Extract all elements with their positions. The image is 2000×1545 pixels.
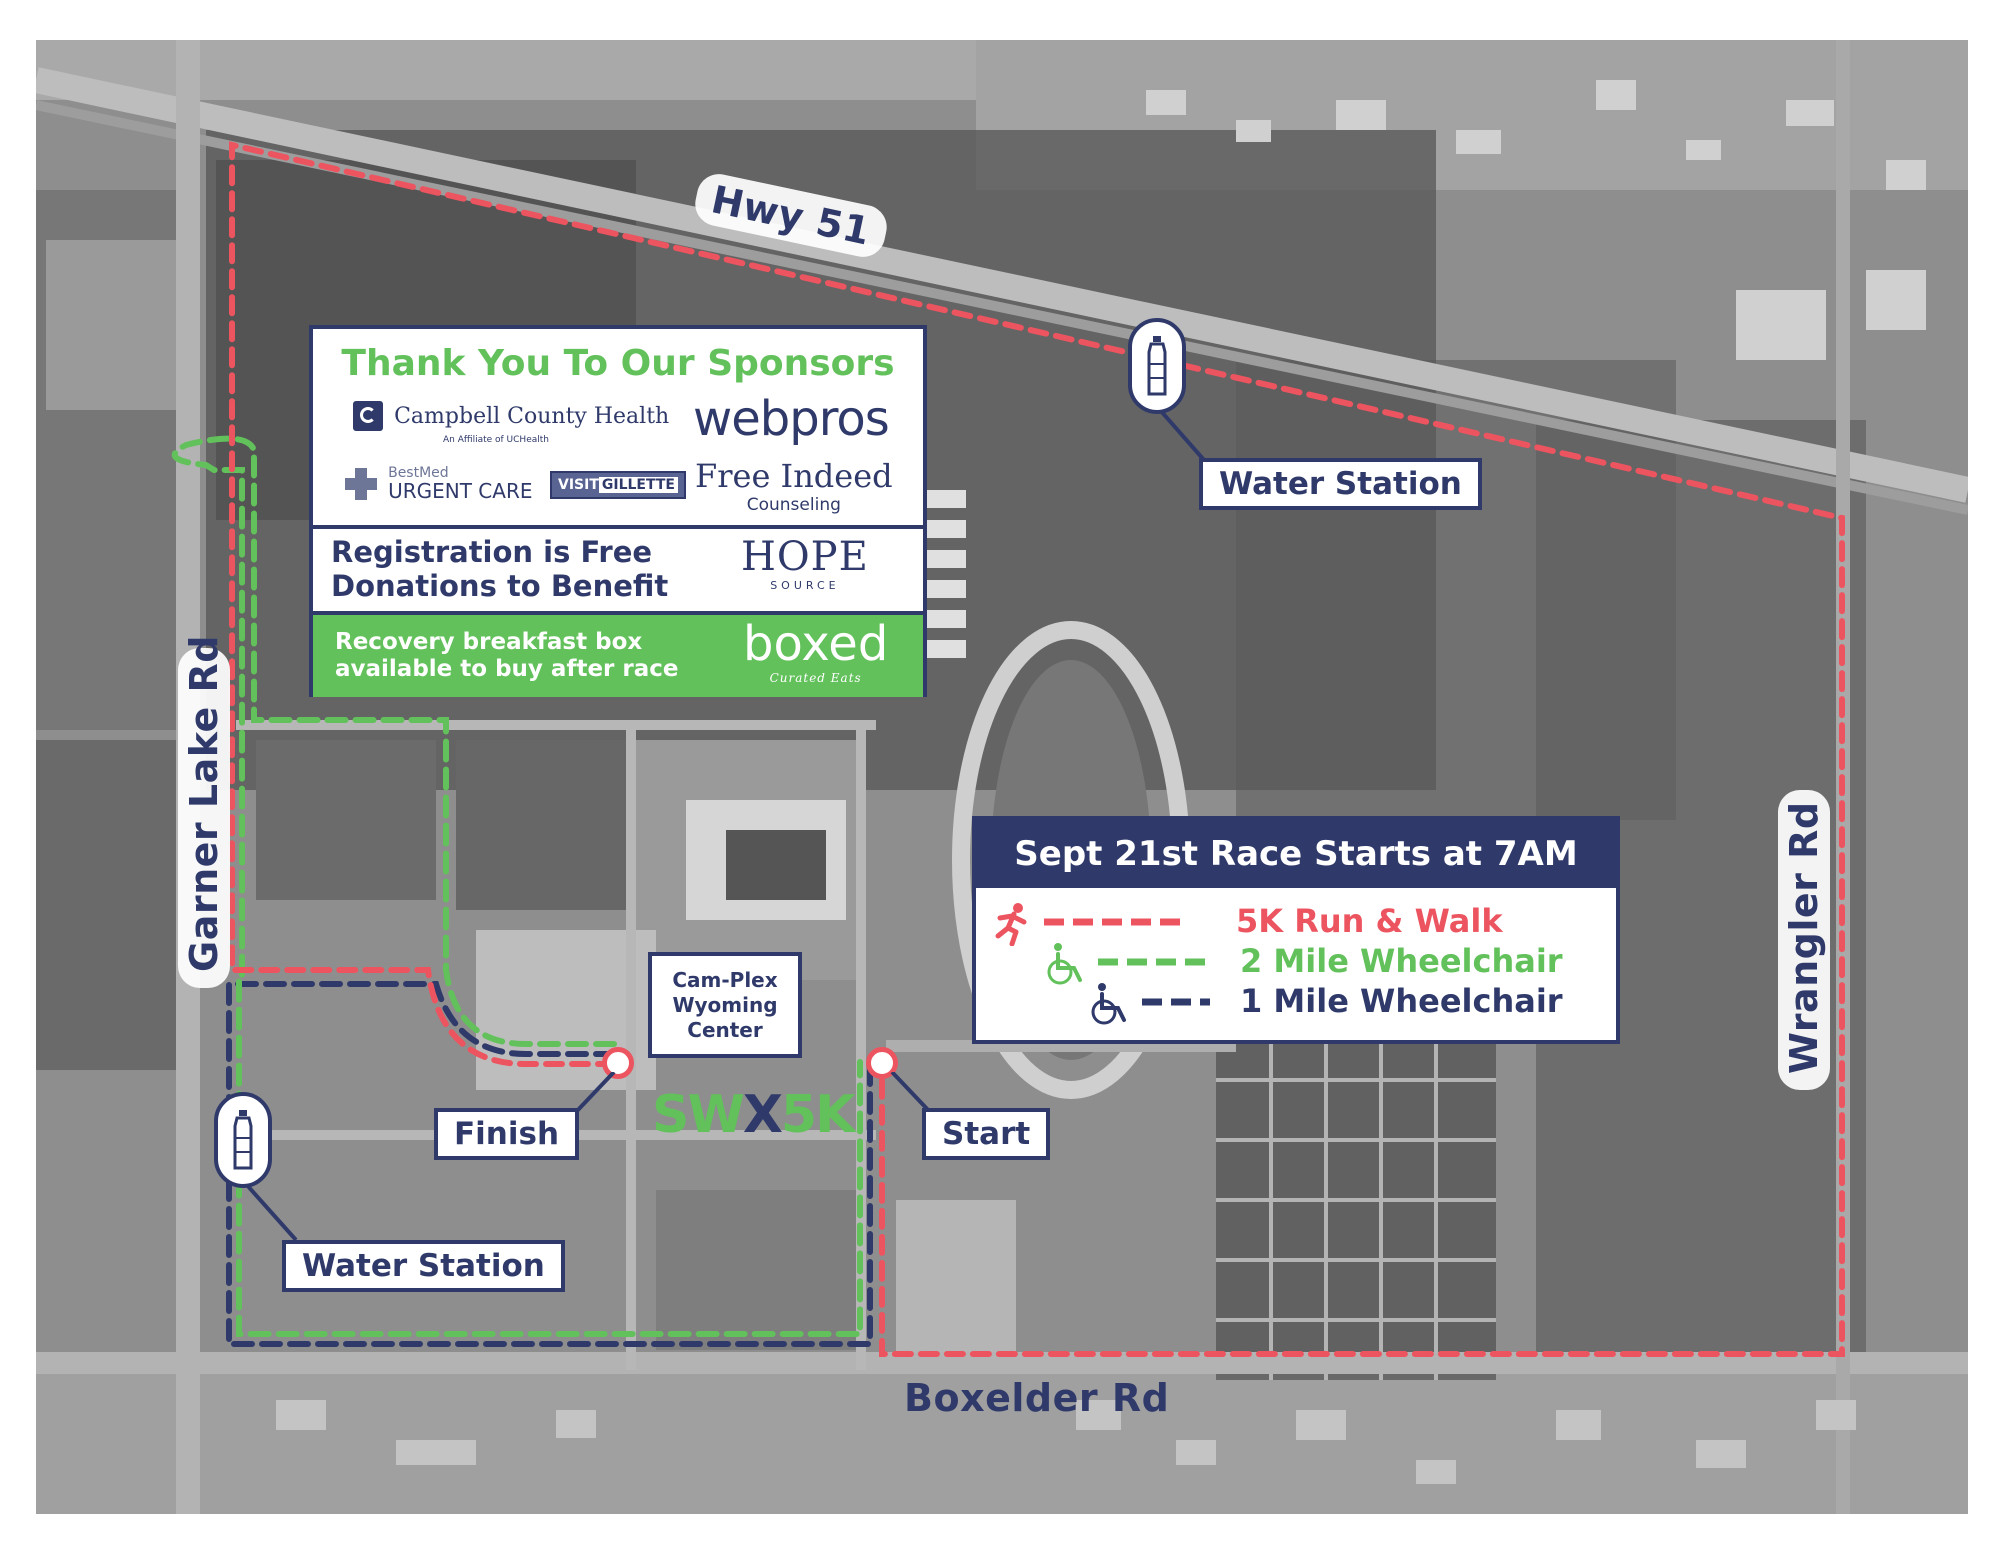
start-label: Start (922, 1108, 1051, 1160)
map-area[interactable] (36, 40, 1968, 1514)
boxed-logo: boxed Curated Eats (743, 617, 888, 685)
free-indeed-sub: Counseling (746, 495, 841, 515)
breakfast-line-1: Recovery breakfast box (335, 629, 643, 655)
visit-text: VISIT (558, 477, 599, 493)
swx5k-logo: SWX5K (652, 1085, 855, 1145)
boxed-name: boxed (743, 616, 889, 672)
runner-icon (995, 903, 1027, 946)
wrangler-rd-label: Wrangler Rd (1778, 790, 1830, 1090)
swx5k-logo-x: X (742, 1085, 783, 1145)
boxed-sub: Curated Eats (769, 671, 862, 685)
start-marker[interactable] (866, 1047, 898, 1079)
cam-plex-line-2: Wyoming (672, 993, 778, 1017)
sponsor-divider (313, 611, 923, 615)
1-mile-route-line (1142, 998, 1210, 1006)
finish-label: Finish (434, 1108, 580, 1160)
bestmed-urgent-care-logo: BestMed URGENT CARE (343, 465, 532, 503)
wheelchair-icon (1091, 983, 1126, 1025)
legend-label-5k: 5K Run & Walk (1236, 902, 1503, 940)
legend-label-1-mile: 1 Mile Wheelchair (1240, 982, 1563, 1020)
breakfast-text: Recovery breakfast box available to buy … (335, 629, 678, 683)
wheelchair-icon (1047, 943, 1082, 985)
route-5k (229, 141, 1845, 1357)
campbell-emblem-icon (353, 401, 383, 431)
water-station-bottom-pointer (246, 1184, 298, 1242)
legend-item-2-mile: 2 Mile Wheelchair (976, 942, 1616, 985)
hope-name: HOPE (741, 534, 869, 580)
legend-item-5k: 5K Run & Walk (976, 902, 1616, 946)
campbell-county-health-name: Campbell County Health (394, 403, 670, 429)
bestmed-name: BestMed (388, 465, 449, 481)
cam-plex-line-1: Cam-Plex (672, 968, 778, 992)
cam-plex-line-3: Center (687, 1018, 763, 1042)
finish-marker[interactable] (602, 1047, 634, 1079)
water-station-bottom-label: Water Station (282, 1240, 565, 1292)
registration-text: Registration is Free Donations to Benefi… (331, 535, 668, 603)
breakfast-line-2: available to buy after race (335, 656, 679, 682)
bestmed-cross-icon (343, 466, 379, 502)
finish-pointer (574, 1072, 616, 1114)
start-pointer (890, 1072, 932, 1114)
hope-source-logo: HOPE SOURCE (741, 535, 869, 592)
cam-plex-label: Cam-Plex Wyoming Center (648, 952, 802, 1058)
satellite-map (36, 40, 1968, 1514)
breakfast-band: Recovery breakfast box available to buy … (313, 615, 923, 697)
legend-title: Sept 21st Race Starts at 7AM (976, 820, 1616, 888)
2-mile-route-line (1098, 958, 1210, 966)
webpros-logo: webpros (693, 391, 890, 447)
swx5k-logo-5k: 5K (780, 1085, 855, 1145)
route-2-mile-wheelchair (171, 435, 863, 1337)
water-bottle-icon (1147, 336, 1167, 396)
sponsor-panel: Thank You To Our Sponsors Campbell Count… (309, 325, 927, 697)
registration-line-2: Donations to Benefit (331, 569, 669, 603)
route-1-mile-wheelchair (226, 981, 873, 1347)
campbell-county-health-logo: Campbell County Health An Affiliate of U… (353, 401, 669, 445)
free-indeed-name: Free Indeed (695, 457, 893, 495)
free-indeed-logo: Free Indeed Counseling (695, 457, 893, 515)
hope-sub: SOURCE (770, 579, 840, 592)
boxelder-rd-label: Boxelder Rd (904, 1376, 1170, 1420)
garner-lake-rd-label: Garner Lake Rd (178, 635, 230, 988)
registration-line-1: Registration is Free (331, 535, 653, 569)
gillette-text: GILLETTE (598, 477, 678, 493)
water-bottle-icon (233, 1110, 253, 1170)
legend-item-1-mile: 1 Mile Wheelchair (976, 982, 1616, 1025)
water-station-top-pointer (1160, 410, 1206, 462)
campbell-county-health-affiliate: An Affiliate of UCHealth (443, 435, 549, 445)
sponsor-panel-title: Thank You To Our Sponsors (341, 343, 895, 384)
water-station-marker-top[interactable] (1128, 318, 1186, 414)
sponsor-divider (313, 525, 923, 529)
swx5k-logo-sw: SW (652, 1085, 745, 1145)
5k-route-line (1044, 918, 1186, 926)
water-station-marker-bottom[interactable] (214, 1092, 272, 1188)
urgent-care-name: URGENT CARE (388, 479, 533, 503)
legend-label-2-mile: 2 Mile Wheelchair (1240, 942, 1563, 980)
water-station-top-label: Water Station (1199, 458, 1482, 510)
route-legend: Sept 21st Race Starts at 7AM 5K Run & Wa… (972, 816, 1620, 1044)
